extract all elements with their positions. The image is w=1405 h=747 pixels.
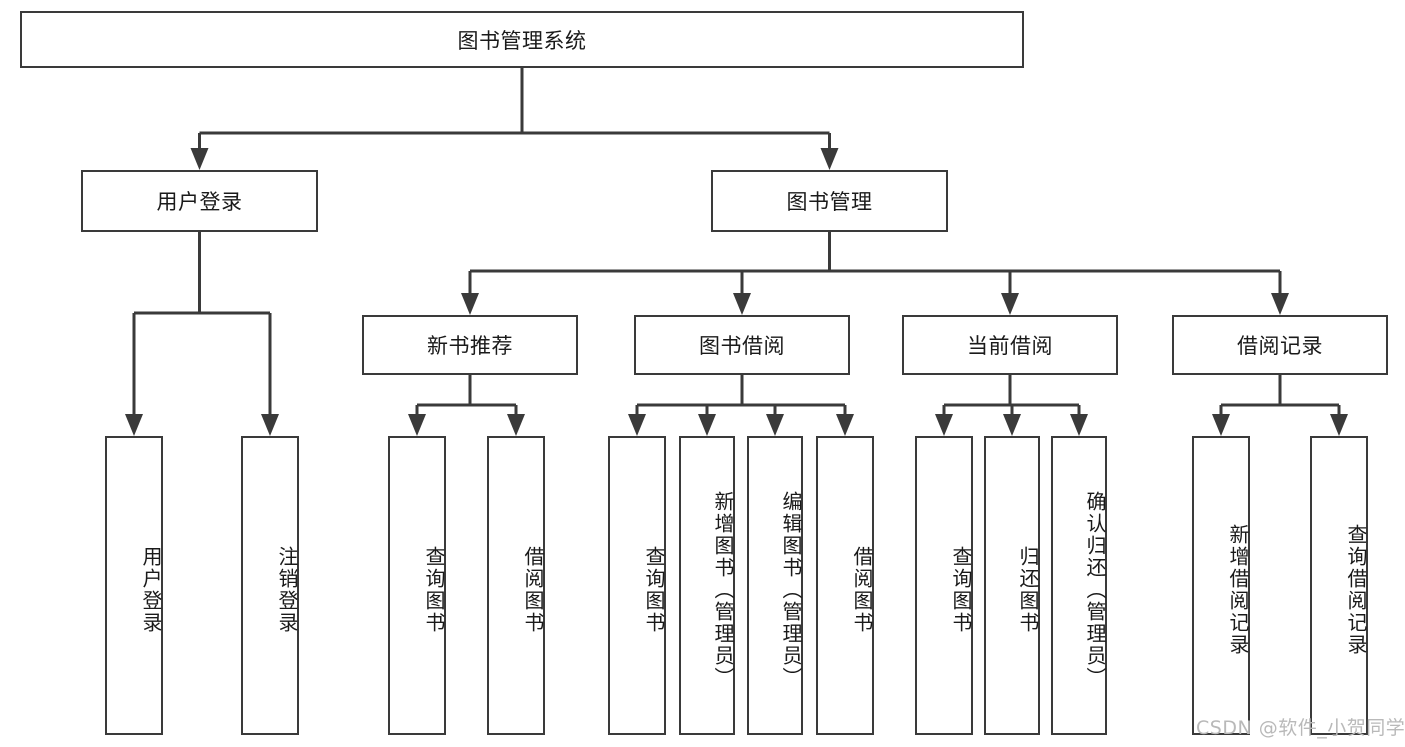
node-label: 借阅图书 <box>850 545 874 634</box>
node-label: 编辑图书（管理员） <box>779 490 803 689</box>
node-bookmgmt[interactable]: 图书管理 <box>711 170 948 232</box>
node-leaf-login-2[interactable]: 注销登录 <box>241 436 299 735</box>
node-label: 借阅图书 <box>521 545 545 634</box>
node-leaf-rec-2[interactable]: 查询借阅记录 <box>1310 436 1368 735</box>
node-label: 图书管理 <box>786 190 873 214</box>
node-label: 注销登录 <box>275 545 299 634</box>
node-leaf-bor-2[interactable]: 新增图书（管理员） <box>679 436 735 735</box>
node-label: 当前借阅 <box>967 334 1053 358</box>
node-leaf-cur-3[interactable]: 确认归还（管理员） <box>1051 436 1107 735</box>
node-leaf-cur-2[interactable]: 归还图书 <box>984 436 1040 735</box>
node-newbook[interactable]: 新书推荐 <box>362 315 578 375</box>
node-label: 查询图书 <box>642 545 666 634</box>
node-label: 新增借阅记录 <box>1226 523 1250 656</box>
node-records[interactable]: 借阅记录 <box>1172 315 1388 375</box>
node-label: 用户登录 <box>156 190 243 214</box>
node-label: 图书借阅 <box>699 334 785 358</box>
node-label: 用户登录 <box>139 545 163 634</box>
node-label: 查询借阅记录 <box>1344 523 1368 656</box>
node-leaf-bor-4[interactable]: 借阅图书 <box>816 436 874 735</box>
node-leaf-cur-1[interactable]: 查询图书 <box>915 436 973 735</box>
node-label: 新书推荐 <box>427 334 513 358</box>
node-borrow[interactable]: 图书借阅 <box>634 315 850 375</box>
node-label: 确认归还（管理员） <box>1083 490 1107 689</box>
node-current[interactable]: 当前借阅 <box>902 315 1118 375</box>
node-leaf-login-1[interactable]: 用户登录 <box>105 436 163 735</box>
node-leaf-bor-1[interactable]: 查询图书 <box>608 436 666 735</box>
node-label: 新增图书（管理员） <box>711 490 735 689</box>
node-leaf-new-2[interactable]: 借阅图书 <box>487 436 545 735</box>
node-label: 查询图书 <box>422 545 446 634</box>
node-leaf-new-1[interactable]: 查询图书 <box>388 436 446 735</box>
node-root[interactable]: 图书管理系统 <box>20 11 1024 68</box>
node-label: 查询图书 <box>949 545 973 634</box>
node-label: 图书管理系统 <box>457 28 587 53</box>
node-label: 借阅记录 <box>1237 334 1323 358</box>
node-label: 归还图书 <box>1016 545 1040 634</box>
node-leaf-rec-1[interactable]: 新增借阅记录 <box>1192 436 1250 735</box>
node-login[interactable]: 用户登录 <box>81 170 318 232</box>
node-leaf-bor-3[interactable]: 编辑图书（管理员） <box>747 436 803 735</box>
